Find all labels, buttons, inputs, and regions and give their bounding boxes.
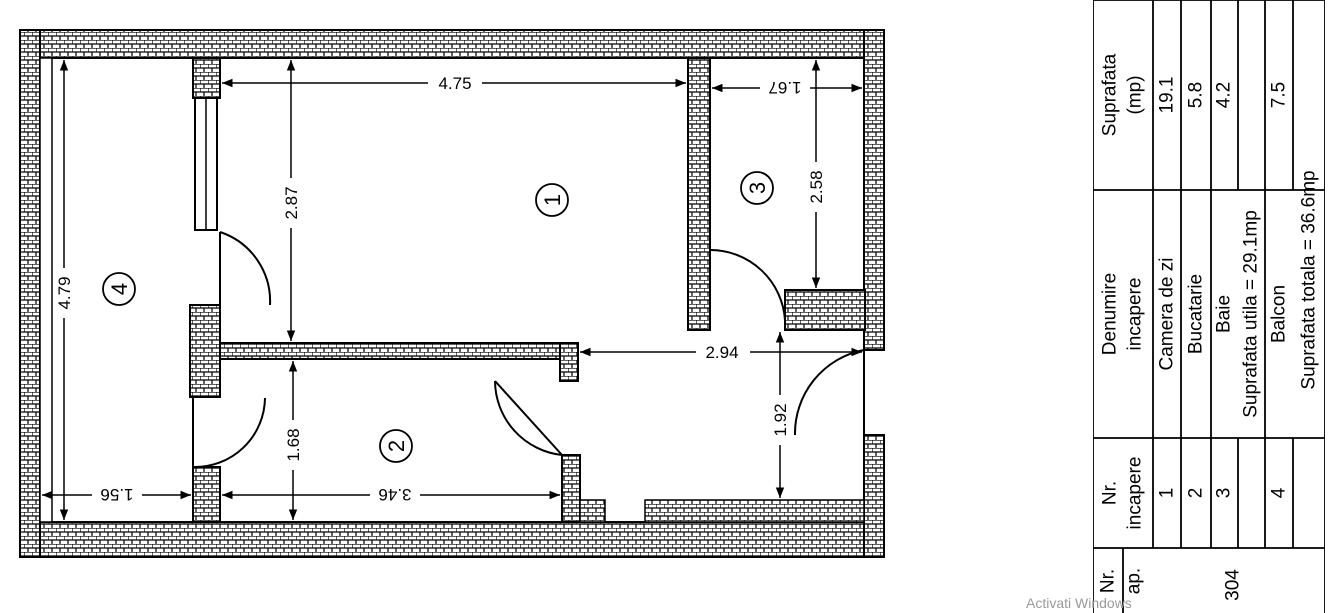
balcony-wall-middle [189,304,221,398]
useful-area: Suprafata utila = 29.1mp [1240,210,1262,418]
row3-name: Baie [1213,294,1235,334]
outer-wall-right-lower [863,434,885,558]
outer-wall-left [19,29,41,558]
dim-balcony-height: 4.79 [55,276,74,309]
room-1-marker [535,183,569,217]
dim-room1-height: 2.87 [282,186,301,219]
balcony-wall-upper [192,57,221,99]
header-name-line2: incapere [1124,277,1146,351]
wall-kitchen-hall [559,342,579,382]
outer-wall-top [19,29,885,59]
row3-nr: 3 [1213,487,1235,499]
dim-hall-width: 2.94 [705,343,738,362]
dim-room2-width: 3.46 [378,485,411,504]
wall-kitchen-hall-lower [561,454,581,523]
floor-plan: 4.75 2.87 1.67 2.58 4.79 1.56 3.46 1.68 … [19,29,885,558]
row4-name: Balcon [1268,284,1290,344]
dim-room2-height: 1.68 [284,428,303,461]
header-nr-line2: incapere [1124,456,1146,530]
room-2-marker [379,429,413,463]
room-2-number: 2 [384,440,409,452]
row1-area: 19.1 [1156,76,1178,114]
dim-hall-height: 1.92 [771,403,790,436]
balcony-wall-lower [192,466,221,523]
room-3-marker [740,171,774,205]
wall-bathroom-left [687,57,711,331]
total-area: Suprafata totala = 36.6mp [1298,170,1320,390]
room-3-number: 3 [745,182,770,194]
room-4-number: 4 [107,283,132,295]
row2-nr: 2 [1185,487,1207,499]
balcony-railing [39,57,53,523]
header-area-line2: (mp) [1124,75,1146,115]
dim-room3-width: 1.67 [768,78,801,97]
row2-area: 5.8 [1185,81,1207,109]
row2-name: Bucatarie [1185,273,1207,355]
hall-niche-2 [644,499,865,523]
row3-area: 4.2 [1213,81,1235,109]
header-name-line1: Denumire [1099,272,1121,356]
row4-nr: 4 [1268,487,1290,499]
room-4-marker [102,272,136,306]
door-kitchen-hall [494,380,563,456]
room-table: Nr. ap. Nr. incapere Denumire incapere S… [1093,0,1325,613]
row1-nr: 1 [1156,487,1178,499]
door-balcony-living [219,231,272,306]
outer-wall-bottom [19,521,885,558]
header-area-line1: Suprafata [1099,53,1121,137]
dim-balcony-width: 1.56 [100,485,133,504]
wall-bathroom-bottom [784,289,866,331]
header-ap-line1: Nr. [1097,568,1119,594]
room-1-number: 1 [540,194,565,206]
hall-niche [579,499,606,523]
door-entrance [793,349,865,436]
header-nr-line1: Nr. [1099,480,1121,506]
dim-room3-height: 2.58 [807,170,826,203]
apartment-number: 304 [1222,569,1244,601]
row4-area: 7.5 [1268,81,1290,109]
door-bathroom [709,248,786,321]
dim-room1-width: 4.75 [438,74,471,93]
door-balcony-kitchen [192,397,266,469]
row1-name: Camera de zi [1156,257,1178,371]
outer-wall-right-upper [863,29,885,351]
header-ap-line2: ap. [1123,567,1145,595]
wall-living-kitchen [219,342,579,360]
windows-activation-watermark: Activati Windows [1026,595,1132,611]
